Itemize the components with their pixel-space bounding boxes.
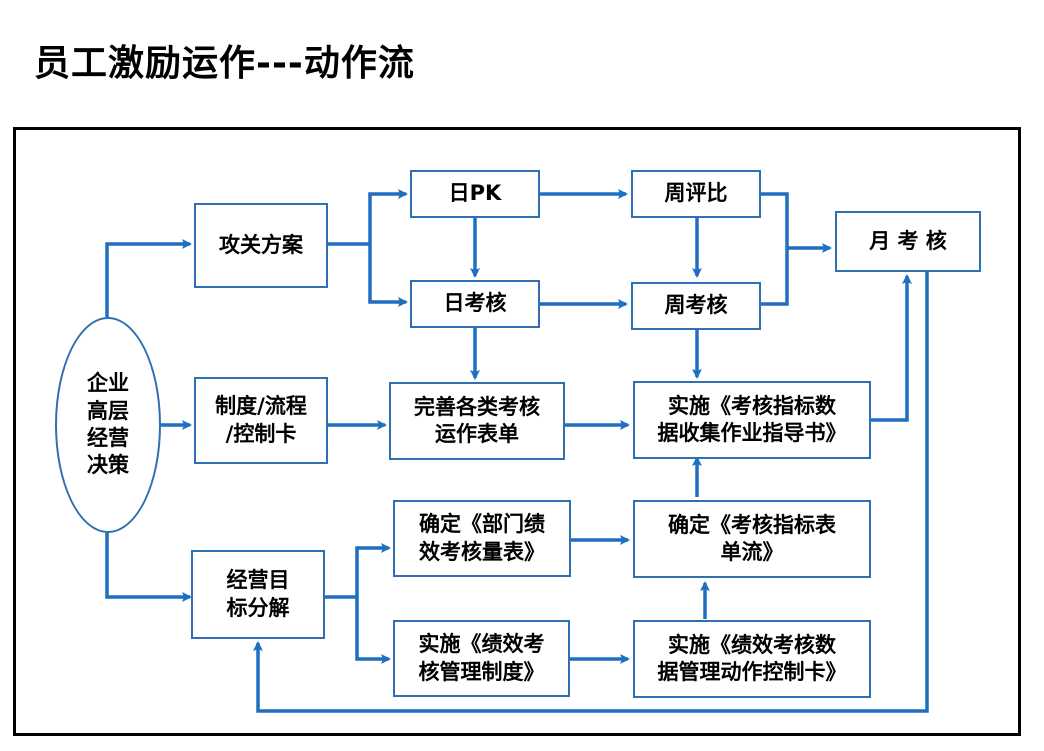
node-indicator-flow: 确定《考核指标表 单流》 xyxy=(633,500,871,578)
node-implement-system: 实施《绩效考 核管理制度》 xyxy=(393,620,570,697)
node-implement-card: 实施《绩效考核数 据管理动作控制卡》 xyxy=(633,620,871,698)
node-implement-guide: 实施《考核指标数 据收集作业指导书》 xyxy=(633,381,871,459)
node-daily-review: 日考核 xyxy=(410,280,540,328)
node-daily-pk: 日PK xyxy=(410,170,540,218)
page-title: 员工激励运作---动作流 xyxy=(34,43,415,84)
arrow-decompose-to-scale xyxy=(355,543,391,597)
arrow-attack-to-daily xyxy=(368,244,408,307)
arrow-compare-merge xyxy=(761,192,789,306)
arrow-feedback-loop xyxy=(253,272,929,713)
node-weekly-compare: 周评比 xyxy=(631,170,761,218)
node-executive-decision: 企业 高层 经营 决策 xyxy=(55,317,161,533)
arrow-exec-to-attack xyxy=(105,239,192,317)
arrow-exec-to-decompose xyxy=(105,533,192,602)
node-improve-forms: 完善各类考核 运作表单 xyxy=(389,382,565,460)
arrow-guide-to-monthly xyxy=(871,274,912,422)
arrow-attack-to-pk xyxy=(368,189,408,244)
node-dept-scale: 确定《部门绩 效考核量表》 xyxy=(393,500,571,577)
node-monthly-review: 月 考 核 xyxy=(835,211,981,272)
node-weekly-review: 周考核 xyxy=(631,282,761,330)
node-decompose-goals: 经营目 标分解 xyxy=(191,550,325,639)
diagram-frame xyxy=(13,127,1021,736)
arrow-decompose-to-system xyxy=(355,597,391,664)
node-attack-plan: 攻关方案 xyxy=(194,203,328,288)
node-system-process: 制度/流程 /控制卡 xyxy=(194,377,328,464)
